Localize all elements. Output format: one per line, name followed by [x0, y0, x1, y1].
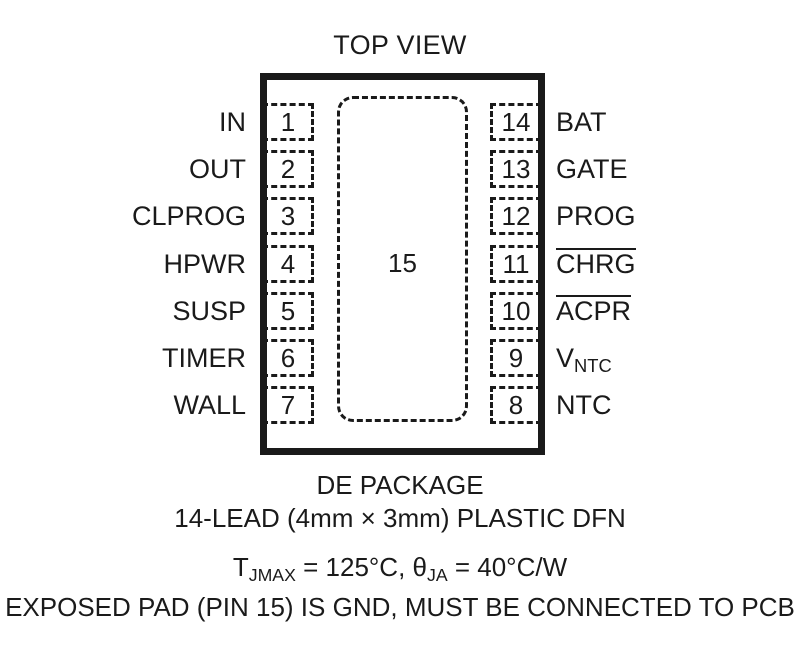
pin-14-number: 14: [501, 107, 531, 137]
pin-4-cell: 4: [262, 244, 314, 283]
pin-1-cell: 1: [262, 103, 314, 141]
exposed-pad-number: 15: [388, 248, 417, 278]
pin-9-label: VNTC: [556, 339, 612, 380]
pin-5-number: 5: [280, 295, 296, 326]
pin-2-number: 2: [280, 154, 296, 185]
pin-12-label: PROG: [556, 197, 636, 235]
theta-ja-value: = 40°C/W: [447, 552, 568, 582]
pin-11-cell: 11: [490, 244, 542, 283]
pin-14-label-text: BAT: [556, 107, 607, 137]
package-wall-segment: [538, 244, 545, 283]
package-name-caption: DE PACKAGE: [316, 470, 484, 500]
pin-4-label-text: HPWR: [163, 248, 247, 279]
package-wall-segment: [260, 339, 267, 377]
page-title: TOP VIEW: [333, 30, 467, 60]
package-wall-segment: [260, 244, 267, 283]
pin-12-number: 12: [501, 201, 531, 232]
pin-3-number: 3: [280, 201, 296, 232]
pin-7-label: WALL: [173, 386, 246, 424]
thermal-spec-caption: TJMAX = 125°C, θJA = 40°C/W: [0, 552, 800, 585]
pin-8-cell: 8: [490, 386, 542, 425]
pin-3-label: CLPROG: [132, 197, 246, 235]
pin-4-label: HPWR: [164, 245, 247, 283]
pin-11-label: CHRG: [556, 245, 636, 283]
pin-8-number: 8: [508, 390, 524, 421]
package-wall-segment: [260, 150, 267, 189]
pin-2-cell: 2: [262, 150, 314, 189]
theta-ja-symbol: θ: [412, 552, 427, 582]
package-wall-segment: [538, 291, 545, 330]
package-wall-segment: [538, 339, 545, 377]
pin-13-cell: 13: [490, 150, 542, 189]
pin-10-number: 10: [501, 295, 531, 326]
pin-1-label: IN: [219, 103, 246, 141]
package-wall-segment: [260, 103, 267, 141]
pin-8-label-text: NTC: [556, 390, 612, 421]
pin-10-label-text: ACPR: [556, 294, 632, 326]
pin-5-label: SUSP: [172, 292, 246, 330]
pin-9-number: 9: [508, 343, 524, 373]
pin-7-cell: 7: [262, 386, 314, 425]
pin-6-label: TIMER: [162, 339, 246, 377]
package-wall-segment: [538, 386, 545, 425]
pin-14-cell: 14: [490, 103, 542, 141]
pin-11-number: 11: [502, 248, 530, 279]
tjmax-symbol: T: [232, 552, 249, 582]
pin-6-number: 6: [280, 343, 296, 373]
pin-9-label-text: V: [556, 343, 575, 373]
pin-4-number: 4: [280, 248, 296, 279]
exposed-pad-note: EXPOSED PAD (PIN 15) IS GND, MUST BE CON…: [5, 592, 795, 622]
pin-13-number: 13: [501, 154, 531, 185]
pin-1-label-text: IN: [219, 107, 246, 137]
pin-13-label: GATE: [556, 150, 628, 188]
tjmax-value: = 125°C,: [295, 552, 413, 582]
theta-ja-subscript: JA: [427, 564, 448, 585]
pin-2-label: OUT: [189, 150, 246, 188]
pin-12-cell: 12: [490, 197, 542, 236]
pin-9-label-subscript: NTC: [574, 354, 612, 376]
pin-12-label-text: PROG: [556, 201, 636, 232]
pin-9-cell: 9: [490, 339, 542, 377]
package-wall-segment: [260, 197, 267, 236]
pin-5-label-text: SUSP: [172, 295, 246, 326]
pin-7-label-text: WALL: [173, 390, 246, 421]
exposed-pad-outline: [337, 96, 468, 422]
pin-3-cell: 3: [262, 197, 314, 236]
pin-10-label: ACPR: [556, 292, 632, 330]
pin-10-cell: 10: [490, 291, 542, 330]
pin-2-label-text: OUT: [189, 154, 246, 185]
tjmax-subscript: JMAX: [248, 564, 296, 585]
package-wall-segment: [538, 197, 545, 236]
pin-7-number: 7: [280, 390, 296, 421]
package-wall-segment: [260, 386, 267, 425]
package-wall-segment: [538, 103, 545, 141]
lead-count-caption: 14-LEAD (4mm × 3mm) PLASTIC DFN: [174, 503, 626, 533]
pin-3-label-text: CLPROG: [131, 201, 246, 232]
package-wall-segment: [260, 291, 267, 330]
pin-6-cell: 6: [262, 339, 314, 377]
pin-14-label: BAT: [556, 103, 607, 141]
pin-5-cell: 5: [262, 291, 314, 330]
package-wall-segment: [538, 150, 545, 189]
pin-11-label-text: CHRG: [556, 247, 636, 279]
pin-13-label-text: GATE: [556, 154, 628, 185]
pin-1-number: 1: [280, 107, 296, 137]
pin-6-label-text: TIMER: [162, 343, 246, 373]
pin-8-label: NTC: [556, 386, 612, 424]
